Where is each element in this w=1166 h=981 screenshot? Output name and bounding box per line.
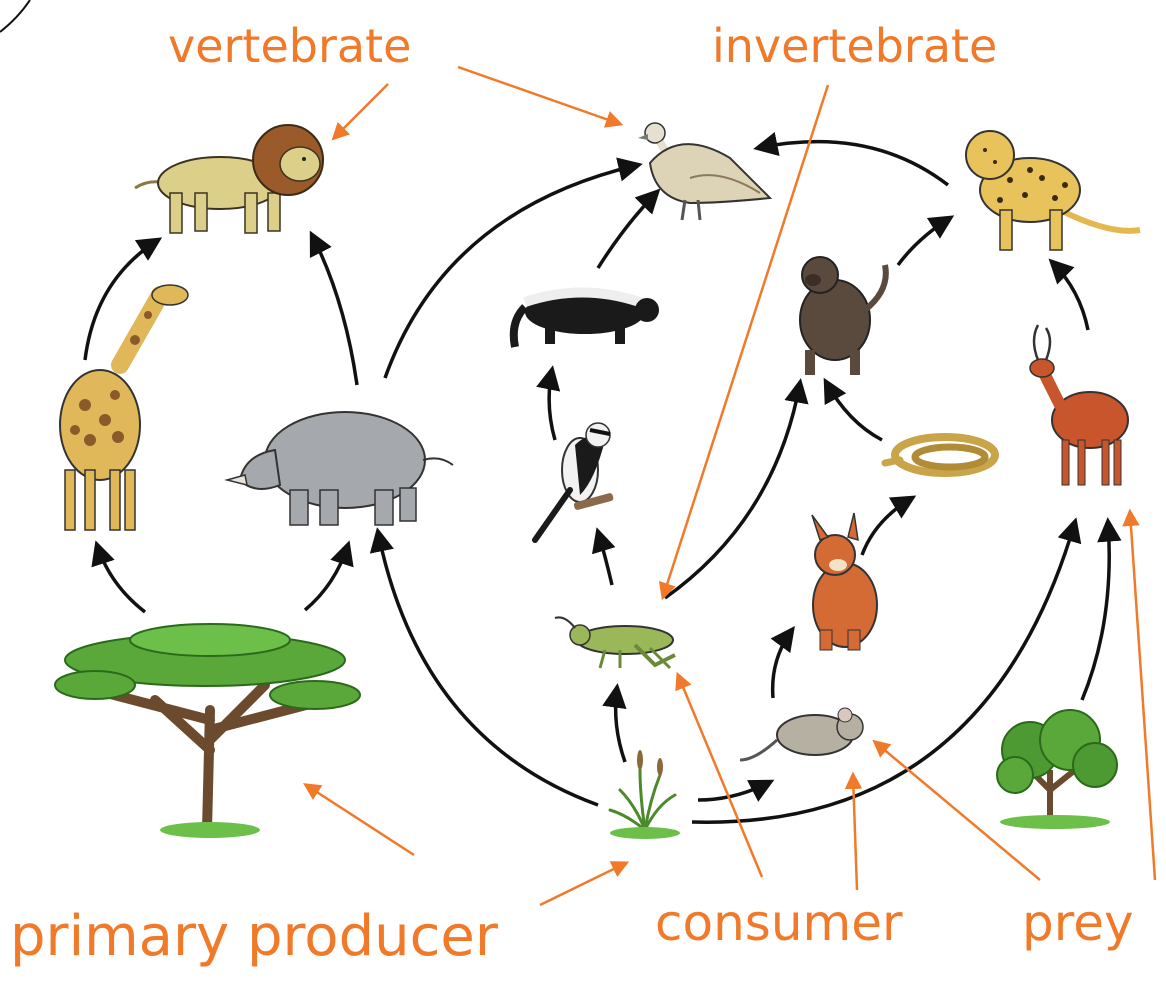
arrow-giraffe-to-lion	[83, 237, 163, 361]
arrow-grass-to-rhino	[369, 527, 599, 807]
annotation-consumer-to-mouse	[844, 771, 863, 891]
annotation-consumer-to-grasshopper	[675, 671, 764, 878]
label-prey: prey	[1022, 894, 1134, 952]
annotation-prey-to-impala	[1122, 508, 1157, 881]
rhino-icon	[224, 411, 454, 526]
arrow-grass-to-mouse	[697, 779, 775, 802]
caracal-icon	[811, 512, 878, 651]
arrow-baboon-to-leopard	[896, 215, 955, 267]
arrow-grasshopper-to-shrike	[591, 527, 616, 586]
annotation-vertebrate-to-lion	[331, 83, 389, 141]
grasshopper-icon	[554, 616, 676, 670]
arrow-bush-to-impala	[1080, 517, 1122, 701]
acacia-tree-icon	[54, 623, 361, 838]
snake-icon	[881, 433, 999, 477]
arrow-caracal-to-snake	[860, 495, 917, 556]
arrow-rhino-to-vulture	[383, 157, 643, 379]
annotation-arrows	[303, 65, 1157, 907]
arrow-mouse-to-caracal	[770, 626, 795, 699]
grass-icon	[608, 750, 680, 839]
arrow-badger-to-vulture	[596, 188, 661, 269]
arrow-grasshopper-to-baboon	[663, 378, 809, 600]
giraffe-icon	[59, 284, 189, 531]
corner-arc	[0, 0, 31, 33]
label-primary-producer: primary producer	[10, 904, 499, 969]
impala-icon	[1029, 324, 1129, 486]
leopard-icon	[965, 130, 1141, 251]
bush-icon	[996, 709, 1118, 829]
annotation-prey-to-mouse	[872, 739, 1041, 881]
arrow-tree-to-rhino	[303, 540, 354, 612]
arrow-impala-to-leopard	[1048, 258, 1090, 331]
annotation-producer-to-grass	[539, 861, 630, 907]
vulture-icon	[638, 122, 773, 221]
mouse-icon	[739, 707, 864, 762]
label-consumer: consumer	[655, 894, 903, 952]
baboon-icon	[799, 256, 889, 375]
annotation-producer-to-tree	[303, 783, 415, 857]
label-invertebrate: invertebrate	[712, 19, 997, 73]
food-web-arrows	[83, 132, 1122, 824]
arrow-shrike-to-badger	[536, 365, 561, 441]
arrow-grass-to-grasshopper	[602, 683, 627, 763]
lion-icon	[134, 124, 324, 234]
arrow-grass-to-impala	[691, 517, 1082, 824]
arrow-snake-to-baboon	[823, 377, 883, 442]
annotation-vertebrate-to-vulture	[457, 65, 624, 128]
honey-badger-icon	[509, 287, 659, 348]
arrow-leopard-to-vulture	[753, 132, 950, 187]
annotation-invertebrate-to-grasshopper	[658, 84, 830, 601]
arrow-tree-to-giraffe	[91, 540, 147, 614]
arrow-rhino-to-lion	[309, 230, 359, 386]
label-vertebrate: vertebrate	[168, 19, 411, 73]
shrike-bird-icon	[532, 422, 614, 543]
